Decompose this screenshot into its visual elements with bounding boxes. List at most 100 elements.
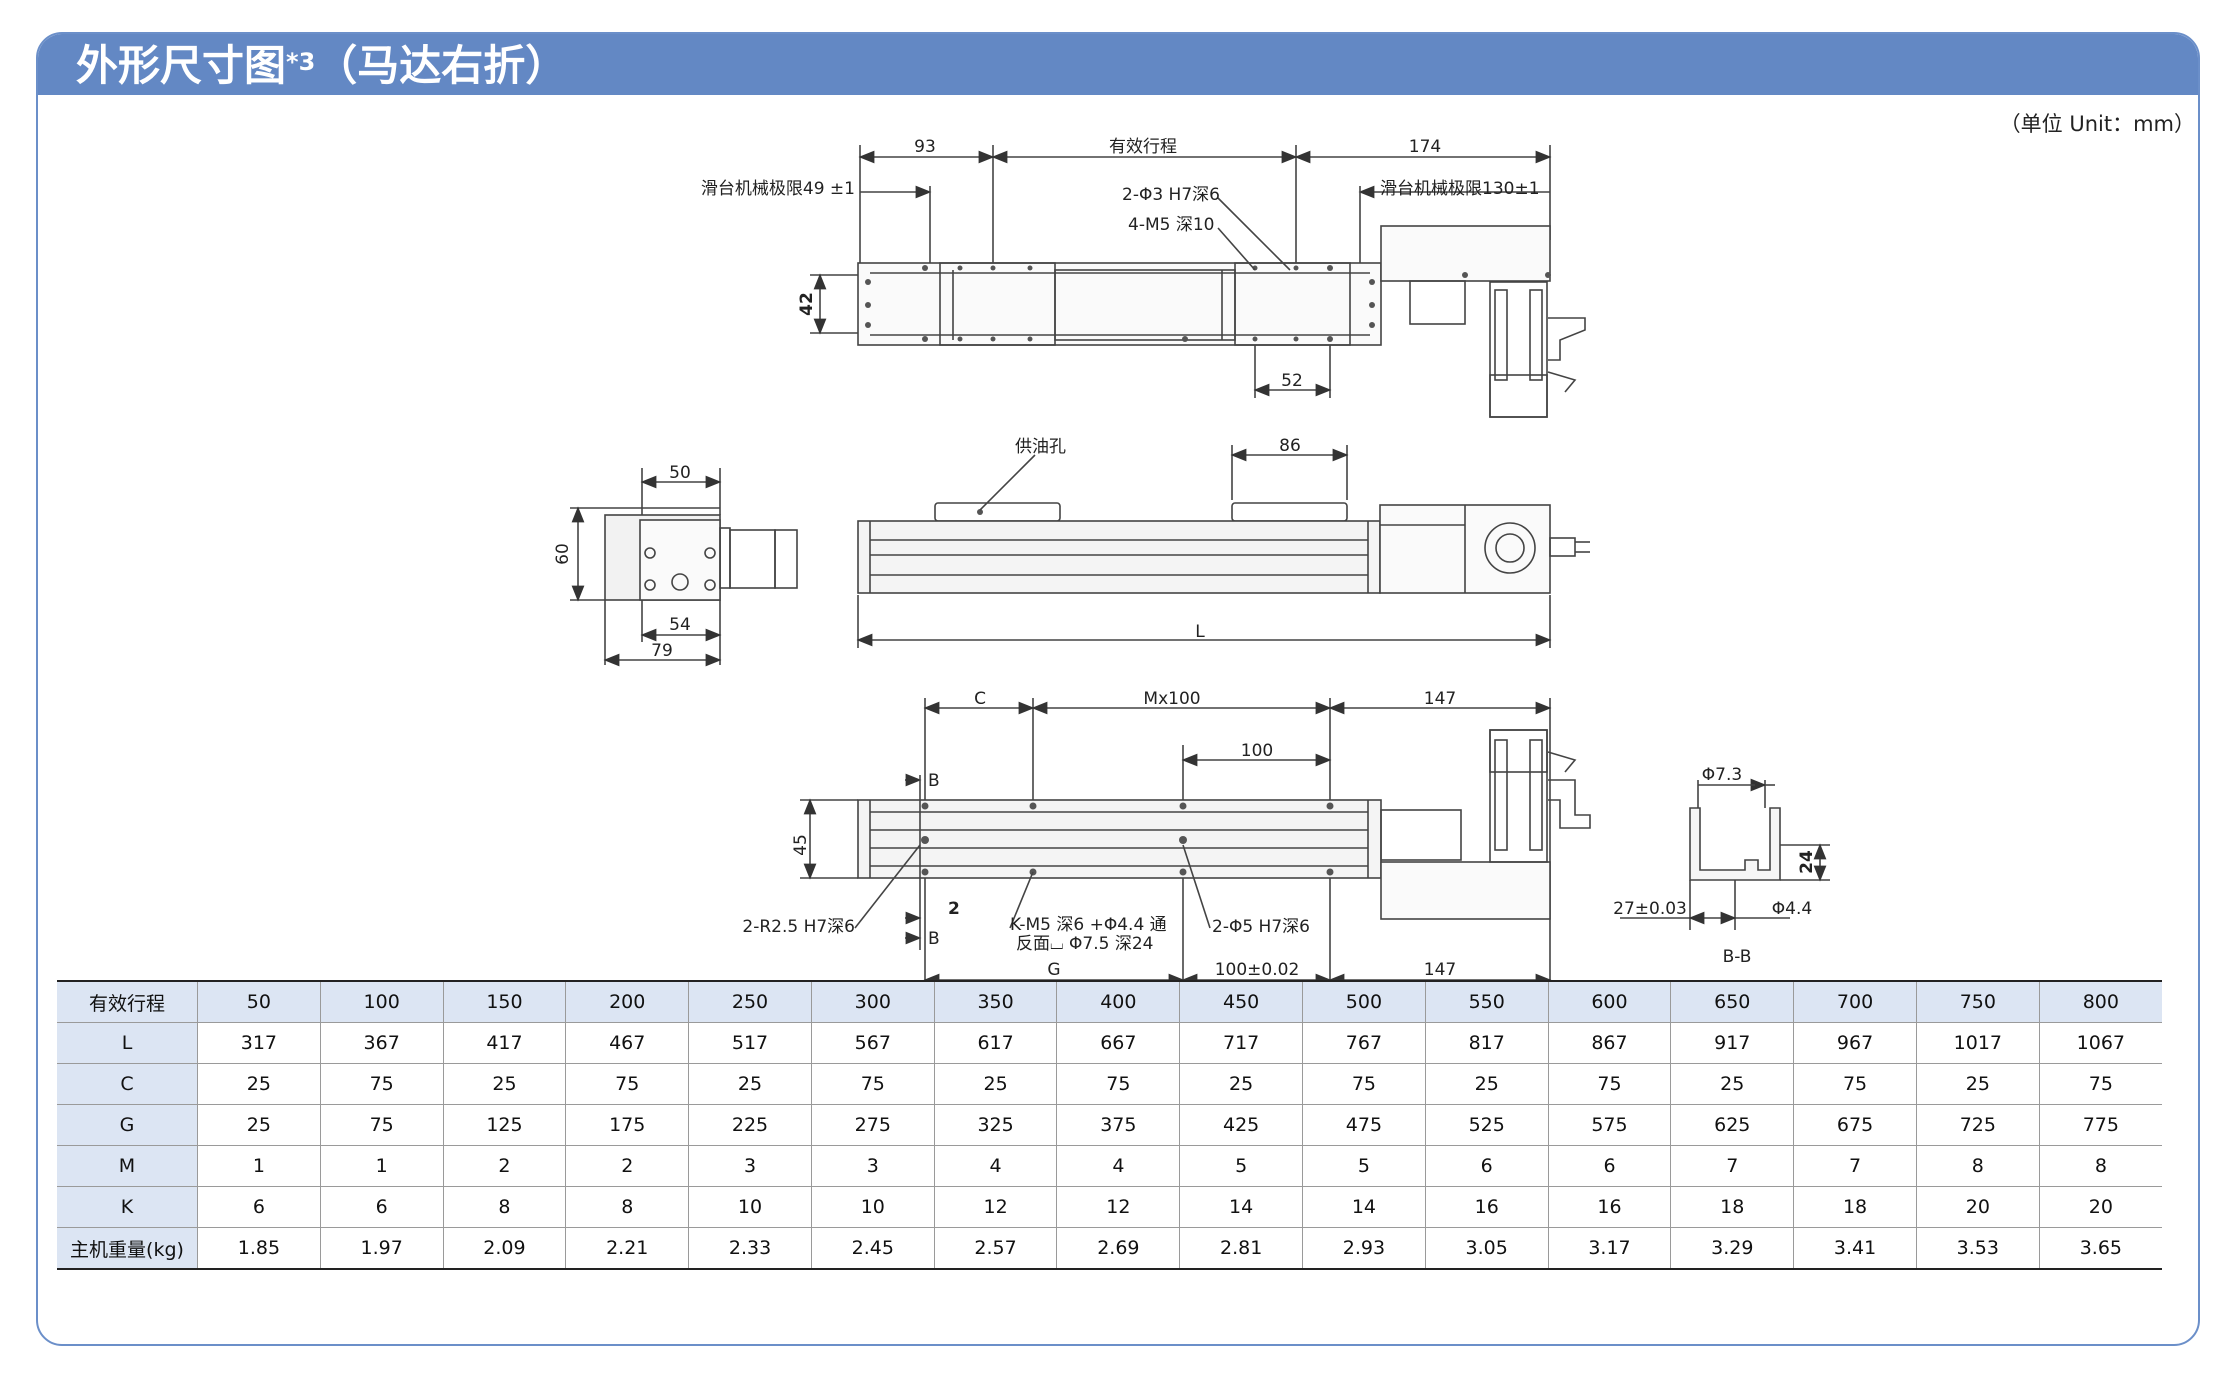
table-cell: 4: [1056, 1145, 1180, 1187]
page-title: 外形尺寸图*3（马达右折）: [76, 41, 568, 90]
table-cell: 14: [1302, 1186, 1426, 1228]
table-cell: 625: [1670, 1104, 1794, 1146]
table-cell: 25: [197, 1063, 321, 1105]
dim-79: 79: [651, 641, 673, 661]
table-cell: 700: [1793, 980, 1917, 1023]
dim-4-4: Φ4.4: [1772, 899, 1812, 919]
table-cell: 2.33: [688, 1227, 812, 1270]
dim-60: 60: [553, 543, 573, 565]
row-header: K: [57, 1186, 198, 1228]
table-cell: 25: [197, 1104, 321, 1146]
row-header: L: [57, 1022, 198, 1064]
row-header: 有效行程: [57, 980, 198, 1023]
table-cell: 2.21: [565, 1227, 689, 1270]
title-bar: 外形尺寸图*3（马达右折）: [38, 34, 2198, 95]
dim-93: 93: [914, 137, 936, 157]
table-cell: 2.81: [1179, 1227, 1303, 1270]
dim-stroke: 有效行程: [1109, 137, 1177, 157]
section-label: B-B: [1723, 947, 1752, 967]
table-cell: 567: [810, 1022, 935, 1064]
note-k-line2: 反面⌴ Φ7.5 深24: [1016, 934, 1153, 954]
table-cell: 475: [1302, 1104, 1426, 1146]
table-cell: 750: [1915, 980, 2040, 1023]
table-cell: 50: [197, 980, 321, 1023]
table-cell: 75: [319, 1104, 444, 1146]
table-cell: 125: [442, 1104, 566, 1146]
table-cell: 575: [1547, 1104, 1671, 1146]
table-cell: 667: [1056, 1022, 1180, 1064]
row-header: M: [57, 1145, 198, 1187]
table-cell: 4: [933, 1145, 1057, 1187]
dim-C: C: [974, 689, 986, 709]
table-cell: 75: [565, 1063, 689, 1105]
side-view: [856, 445, 1590, 648]
table-cell: 767: [1302, 1022, 1426, 1064]
table-cell: 467: [565, 1022, 689, 1064]
table-cell: 25: [688, 1063, 812, 1105]
dim-174: 174: [1409, 137, 1441, 157]
table-cell: 367: [319, 1022, 444, 1064]
bottom-view-labels: C Mx100 147 100 B B 45 2 2-R2.5 H7深6 K-M…: [742, 689, 1456, 980]
table-cell: 867: [1547, 1022, 1671, 1064]
table-cell: 3: [688, 1145, 812, 1187]
table-cell: 8: [442, 1186, 566, 1228]
unit-note: （单位 Unit：mm）: [1999, 112, 2195, 136]
section-bb: [1620, 778, 1830, 930]
table-cell: 75: [810, 1063, 935, 1105]
table-cell: 75: [1547, 1063, 1671, 1105]
table-cell: 175: [565, 1104, 689, 1146]
table-cell: 75: [1793, 1063, 1917, 1105]
row-header: G: [57, 1104, 198, 1146]
table-cell: 1067: [2038, 1022, 2162, 1064]
table-cell: 10: [688, 1186, 812, 1228]
dim-45: 45: [791, 834, 811, 856]
hole-note-b: 4-M5 深10: [1128, 215, 1214, 235]
table-cell: 2.69: [1056, 1227, 1180, 1270]
dim-100-tol: 100±0.02: [1215, 960, 1300, 980]
table-cell: 6: [197, 1186, 321, 1228]
table-cell: 25: [933, 1063, 1057, 1105]
table-cell: 250: [688, 980, 812, 1023]
table-cell: 675: [1793, 1104, 1917, 1146]
table-cell: 775: [2038, 1104, 2162, 1146]
table-cell: 12: [1056, 1186, 1180, 1228]
table-cell: 517: [688, 1022, 812, 1064]
oil-hole-label: 供油孔: [1015, 437, 1066, 457]
table-cell: 100: [319, 980, 444, 1023]
top-view: [810, 145, 1586, 418]
table-cell: 225: [688, 1104, 812, 1146]
dim-147-bottom: 147: [1424, 960, 1456, 980]
table-cell: 600: [1547, 980, 1671, 1023]
table-cell: 5: [1302, 1145, 1426, 1187]
dim-52: 52: [1281, 371, 1303, 391]
table-cell: 717: [1179, 1022, 1303, 1064]
table-cell: 375: [1056, 1104, 1180, 1146]
title-footnote: *3: [286, 48, 316, 76]
table-cell: 617: [933, 1022, 1057, 1064]
table-cell: 25: [1670, 1063, 1794, 1105]
table-cell: 1.97: [319, 1227, 444, 1270]
table-cell: 1.85: [197, 1227, 321, 1270]
table-cell: 425: [1179, 1104, 1303, 1146]
table-cell: 3.53: [1915, 1227, 2040, 1270]
dim-L: L: [1195, 622, 1205, 642]
table-cell: 275: [810, 1104, 935, 1146]
table-cell: 3.05: [1424, 1227, 1549, 1270]
table-cell: 3.41: [1793, 1227, 1917, 1270]
table-cell: 25: [1179, 1063, 1303, 1105]
table-cell: 75: [1056, 1063, 1180, 1105]
table-cell: 75: [2038, 1063, 2162, 1105]
side-view-labels: 供油孔 86 L: [1015, 436, 1301, 642]
table-cell: 525: [1424, 1104, 1549, 1146]
top-view-labels: 93 有效行程 174 滑台机械极限49 ±1 滑台机械极限130±1 2-Φ3…: [701, 137, 1540, 391]
dim-86: 86: [1279, 436, 1301, 456]
table-cell: 16: [1547, 1186, 1671, 1228]
table-cell: 25: [442, 1063, 566, 1105]
table-cell: 7: [1670, 1145, 1794, 1187]
table-cell: 1: [197, 1145, 321, 1187]
section-bb-labels: Φ7.3 24 27±0.03 Φ4.4 B-B: [1613, 765, 1817, 967]
